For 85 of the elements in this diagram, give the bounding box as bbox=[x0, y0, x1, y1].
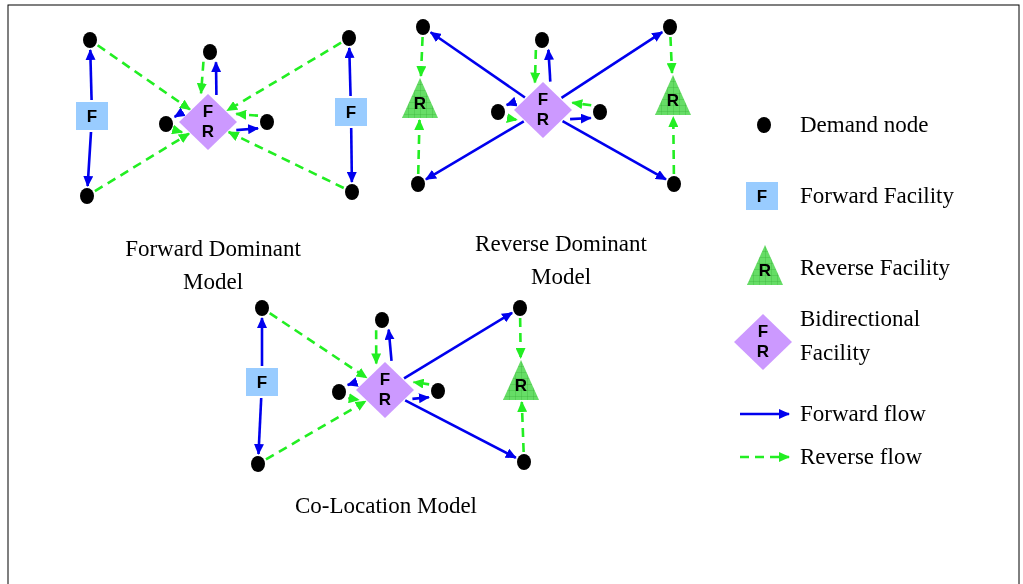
arrow bbox=[346, 128, 357, 183]
forward-facility-box: F bbox=[246, 368, 278, 396]
facility-letter: F R bbox=[536, 90, 550, 130]
dashed-arrow bbox=[371, 330, 382, 365]
facility-letter: R bbox=[666, 91, 680, 111]
dashed-arrow bbox=[348, 393, 360, 404]
arrow bbox=[561, 119, 667, 181]
model-caption: Forward Dominant Model bbox=[124, 235, 302, 296]
dashed-arrow bbox=[414, 119, 425, 175]
arrow bbox=[560, 31, 664, 99]
arrow bbox=[254, 397, 264, 455]
demand-node-dot bbox=[203, 44, 217, 60]
dashed-arrow bbox=[517, 401, 528, 453]
dashed-arrow bbox=[96, 44, 191, 111]
dashed-arrow bbox=[666, 36, 677, 74]
arrow bbox=[346, 377, 359, 387]
arrow bbox=[257, 317, 267, 366]
facility-letter: R bbox=[413, 94, 427, 114]
dashed-arrow bbox=[515, 318, 526, 359]
forward-facility-box: F bbox=[746, 182, 778, 210]
demand-node-dot bbox=[83, 32, 97, 48]
dashed-arrow bbox=[269, 312, 368, 379]
demand-node-dot bbox=[663, 19, 677, 35]
arrow bbox=[404, 399, 517, 459]
legend-label: Forward Facility bbox=[800, 182, 955, 210]
arrow bbox=[83, 131, 94, 187]
arrow bbox=[211, 61, 222, 95]
demand-node-dot bbox=[411, 176, 425, 192]
demand-node-dot bbox=[517, 454, 531, 470]
dashed-arrow bbox=[571, 99, 592, 110]
arrow bbox=[384, 328, 395, 361]
demand-node-dot bbox=[491, 104, 505, 120]
dashed-arrow bbox=[265, 400, 367, 461]
dashed-arrow bbox=[416, 36, 427, 77]
dashed-arrow bbox=[668, 116, 679, 174]
legend-label: Forward flow bbox=[800, 400, 927, 428]
arrow bbox=[425, 120, 525, 181]
arrow bbox=[544, 48, 554, 82]
forward-facility-box: F bbox=[76, 102, 108, 130]
dashed-arrow bbox=[226, 41, 342, 112]
demand-node-dot bbox=[251, 456, 265, 472]
dashed-arrow bbox=[412, 378, 430, 389]
arrow bbox=[344, 47, 355, 97]
arrow bbox=[412, 393, 430, 404]
dashed-arrow bbox=[171, 124, 184, 135]
arrow bbox=[505, 96, 518, 107]
arrow bbox=[85, 49, 96, 101]
demand-node-dot bbox=[757, 117, 771, 133]
dashed-arrow bbox=[506, 113, 518, 124]
demand-node-dot bbox=[431, 383, 445, 399]
arrow bbox=[570, 113, 592, 124]
demand-node-dot bbox=[513, 300, 527, 316]
demand-node-dot bbox=[345, 184, 359, 200]
demand-node-dot bbox=[535, 32, 549, 48]
dashed-arrow bbox=[235, 109, 259, 120]
demand-node-dot bbox=[375, 312, 389, 328]
legend-label: Reverse Facility bbox=[800, 254, 952, 282]
facility-letter: F R bbox=[201, 102, 215, 142]
arrow bbox=[403, 311, 513, 380]
demand-node-dot bbox=[416, 19, 430, 35]
dashed-arrow bbox=[530, 50, 541, 84]
arrow bbox=[236, 124, 260, 135]
arrow bbox=[429, 31, 526, 99]
facility-letter: R bbox=[514, 376, 528, 396]
demand-node-dot bbox=[332, 384, 346, 400]
dashed-arrow bbox=[227, 130, 345, 190]
dashed-arrow bbox=[94, 132, 190, 193]
legend-label: Bidirectional Facility bbox=[800, 305, 922, 367]
model-caption: Co-Location Model bbox=[293, 492, 478, 520]
model-caption: Reverse Dominant Model bbox=[474, 230, 648, 291]
facility-letter: F R bbox=[378, 370, 392, 410]
demand-node-dot bbox=[255, 300, 269, 316]
demand-node-dot bbox=[80, 188, 94, 204]
demand-node-dot bbox=[260, 114, 274, 130]
legend-label: Demand node bbox=[800, 111, 930, 139]
dashed-arrow bbox=[196, 61, 207, 95]
demand-node-dot bbox=[667, 176, 681, 192]
arrow bbox=[173, 107, 186, 119]
facility-letter: F R bbox=[756, 322, 770, 362]
facility-letter: R bbox=[758, 261, 772, 281]
demand-node-dot bbox=[593, 104, 607, 120]
demand-node-dot bbox=[342, 30, 356, 46]
legend-label: Reverse flow bbox=[800, 443, 923, 471]
demand-node-dot bbox=[159, 116, 173, 132]
forward-facility-box: F bbox=[335, 98, 367, 126]
